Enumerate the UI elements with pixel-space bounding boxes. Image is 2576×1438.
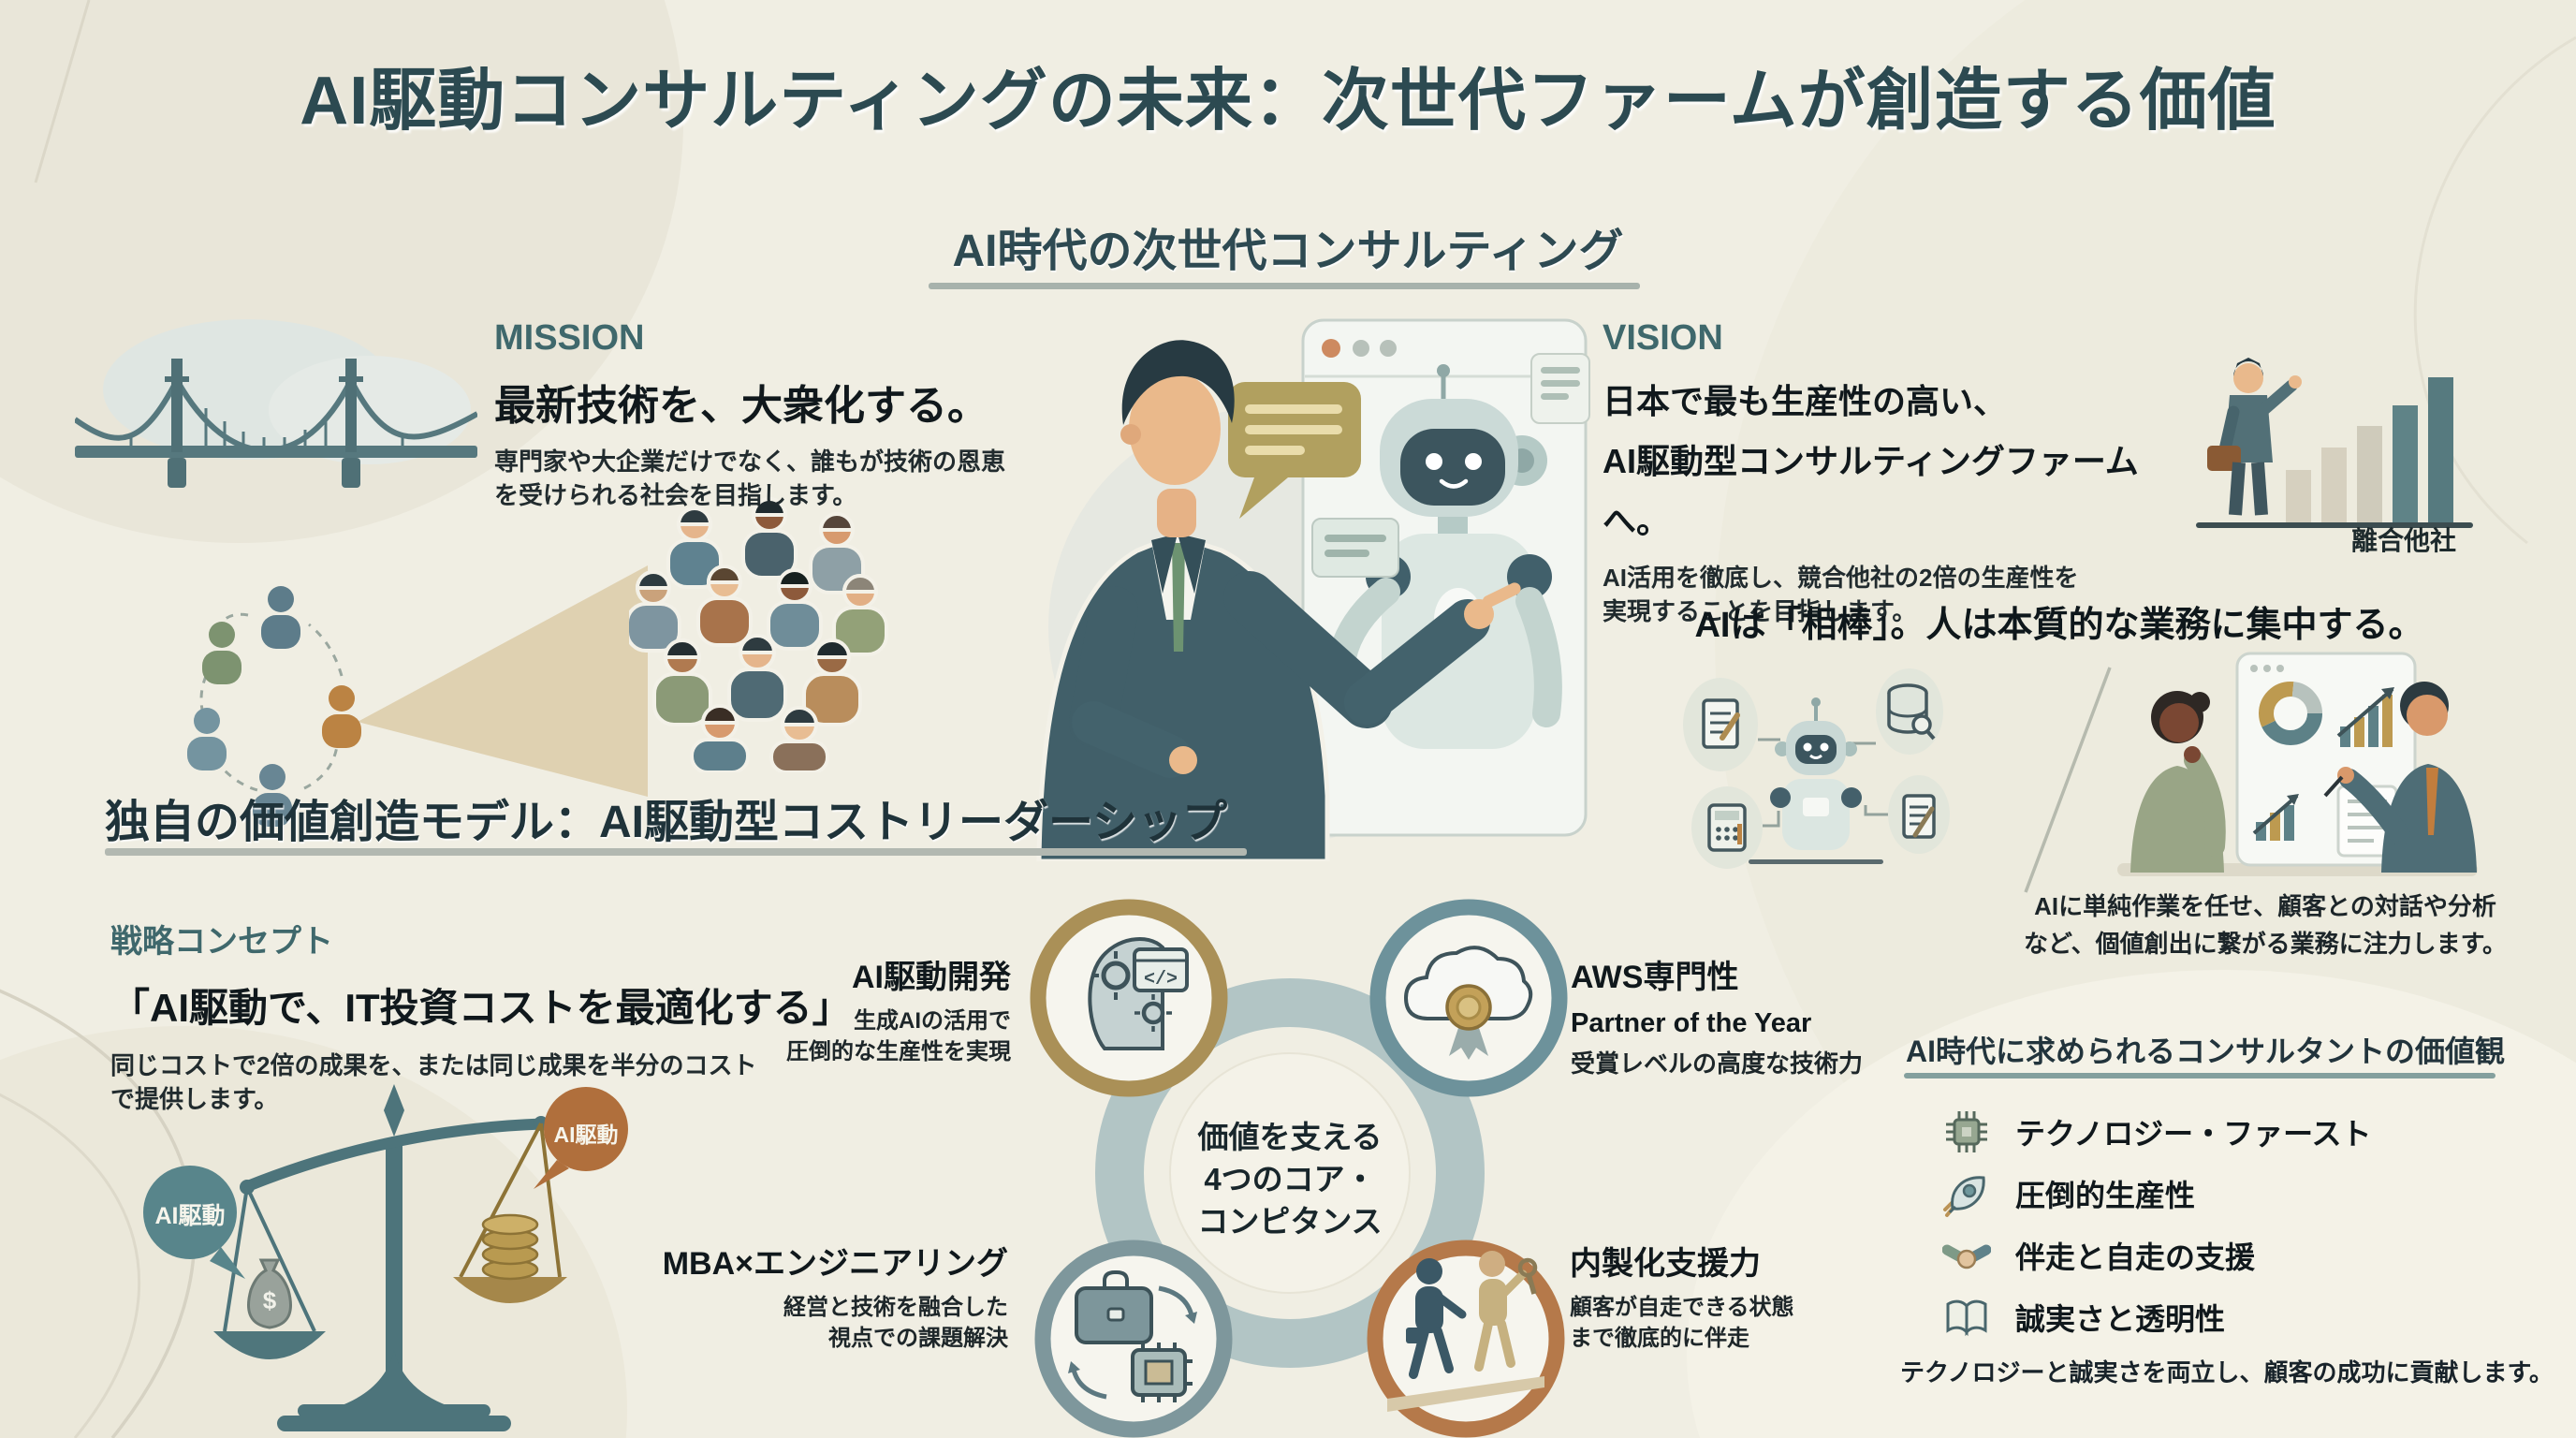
bar-chart-icon — [2336, 687, 2394, 747]
values-list: テクノロジー・ファースト 圧倒的生産性 伴走と自走の支援 — [1942, 1101, 2371, 1348]
woman-person — [2130, 691, 2226, 873]
strategy-label: 戦略コンセプト — [110, 924, 333, 960]
competence-insourcing-title: 内製化支援力 — [1570, 1246, 1761, 1282]
donut-chart-icon — [2259, 682, 2322, 745]
values-item-label: テクノロジー・ファースト — [2015, 1117, 2372, 1151]
strategy-body-line1: 同じコストで2倍の成果を、または同じ成果を半分のコスト — [110, 1051, 757, 1079]
document-pencil-icon — [1702, 698, 1740, 749]
svg-text:$: $ — [263, 1286, 277, 1314]
growth-chart-label: 離合他社 — [2351, 526, 2457, 555]
person-icon — [261, 586, 300, 649]
competence-insourcing: 内製化支援力 顧客が自走できる状態 まで徹底的に伴走 — [1570, 1238, 1944, 1354]
window-dot-icon — [1322, 339, 1340, 358]
competence-aws-line2: 受賞レベルの高度な技術力 — [1571, 1049, 1864, 1078]
left-speech-bubble-icon — [143, 1166, 245, 1279]
values-underline — [1904, 1073, 2496, 1078]
partner-caption-line2: など、個値創出に繋がる業務に注力します。 — [2023, 930, 2508, 958]
money-bag-icon — [247, 1258, 292, 1329]
bar-chart-icon — [2286, 377, 2453, 522]
right-bubble-label: AI駆動 — [553, 1123, 619, 1147]
vision-body-line2: 実現することを目指します。 — [1603, 597, 1917, 625]
partner-heading: AIは「相棒」。人は本質的な業務に集中する。 — [1694, 606, 2424, 645]
insourcing-support-icon — [1387, 1251, 1544, 1412]
values-item: 圧倒的生産性 — [1942, 1163, 2371, 1225]
mission-heading: 最新技術を、大衆化する。 — [494, 383, 988, 429]
strategy-heading: 「AI駆動で、IT投資コストを最適化する」 — [110, 986, 852, 1030]
mba-engineering-icon — [1068, 1270, 1197, 1402]
divider-line — [2024, 667, 2112, 893]
values-item: 誠実さと透明性 — [1942, 1286, 2371, 1348]
calculator-icon — [1707, 803, 1747, 852]
aws-expertise-icon — [1403, 946, 1533, 1060]
values-item: 伴走と自走の支援 — [1942, 1225, 2371, 1286]
competence-aws-line1: Partner of the Year — [1571, 1008, 1812, 1038]
man-person — [2323, 682, 2477, 873]
values-item-label: 圧倒的生産性 — [2015, 1179, 2196, 1212]
values-item-label: 伴走と自走の支援 — [2015, 1240, 2256, 1274]
mission-block: MISSION 最新技術を、大衆化する。 専門家や大企業だけでなく、誰もが技術の… — [494, 318, 1121, 512]
values-item: テクノロジー・ファースト — [1942, 1101, 2371, 1163]
core-competence-diagram: </> — [1030, 899, 1568, 1438]
right-speech-bubble-icon — [534, 1087, 628, 1189]
vision-label: VISION — [1603, 318, 1723, 358]
robot-tasks-illustration — [1683, 668, 1950, 869]
values-footer: テクノロジーと誠実さを両立し、顧客の成功に貢献します。 — [1900, 1358, 2554, 1387]
partner-caption-line1: AIに単純作業を任せ、顧客との対話や分析 — [2034, 892, 2496, 920]
mission-body-line2: を受けられる社会を目指します。 — [494, 481, 857, 509]
competence-aws: AWS専門性 Partner of the Year 受賞レベルの高度な技術力 — [1571, 951, 1973, 1079]
rocket-icon — [1943, 1176, 1985, 1217]
strategy-block: 戦略コンセプト 「AI駆動で、IT投資コストを最適化する」 同じコストで2倍の成… — [110, 916, 859, 1116]
competence-ai-dev: AI駆動開発 生成AIの活用で 圧倒的な生産性を実現 — [730, 951, 1011, 1067]
robot-icon — [1770, 697, 1862, 850]
competence-mba-title: MBA×エンジニアリング — [662, 1246, 1008, 1282]
chat-card-icon — [1530, 353, 1590, 424]
competence-mba: MBA×エンジニアリング 経営と技術を融合した 視点での課題解決 — [660, 1238, 1008, 1354]
vision-body-line1: AI活用を徹底し、競合他社の2倍の生産性を — [1603, 564, 2079, 592]
partner-caption: AIに単純作業を任せ、顧客との対話や分析 など、個値創出に繋がる業務に注力します… — [1994, 888, 2537, 962]
page-subtitle: AI時代の次世代コンサルティング — [952, 227, 1624, 276]
svg-text:</>: </> — [1144, 969, 1178, 990]
page-title: AI駆動コンサルティングの未来：次世代ファームが創造する価値 — [300, 64, 2276, 139]
competence-aws-title: AWS専門性 — [1571, 960, 1739, 995]
right-pan — [453, 1123, 567, 1303]
consultant-robot-illustration — [1036, 318, 1590, 861]
values-item-label: 誠実さと透明性 — [2015, 1302, 2226, 1336]
report-pen-icon — [1902, 794, 1936, 839]
trend-chart-icon — [2252, 794, 2299, 841]
database-icon — [1887, 683, 1936, 741]
balance-scale-illustration: $ — [143, 1084, 628, 1431]
consultant-person — [1036, 340, 1521, 861]
value-model-underline — [105, 848, 1247, 856]
growth-chart-illustration — [2196, 358, 2473, 528]
left-pan: $ — [213, 1186, 326, 1359]
mission-label: MISSION — [494, 318, 645, 358]
handshake-icon — [1942, 1244, 1991, 1269]
vision-block: VISION 日本で最も生産性の高い、 AI駆動型コンサルティングファームへ。 … — [1603, 318, 2183, 628]
strategy-body-line2: で提供します。 — [110, 1085, 279, 1113]
vision-heading-line2: AI駆動型コンサルティングファームへ。 — [1603, 442, 2139, 540]
ai-development-icon: </> — [1088, 936, 1189, 1050]
mission-body-line1: 専門家や大企業だけでなく、誰もが技術の恩恵 — [494, 448, 1006, 476]
competence-ai-dev-title: AI駆動開発 — [852, 960, 1011, 995]
book-icon — [1946, 1299, 1987, 1337]
hub-center-label: 価値を支える 4つのコア・ コンピタンス — [1197, 1120, 1383, 1239]
crowd-illustration — [629, 497, 888, 772]
chat-card-icon — [1311, 518, 1399, 578]
left-bubble-label: AI駆動 — [154, 1203, 226, 1229]
vision-heading-line1: 日本で最も生産性の高い、 — [1603, 382, 2008, 420]
light-beam — [358, 565, 648, 797]
speech-bubble-icon — [1228, 382, 1361, 519]
businessman-icon — [2207, 358, 2302, 516]
values-heading: AI時代に求められるコンサルタントの価値観 — [1906, 1034, 2506, 1068]
value-model-heading: 独自の価値創造モデル：AI駆動型コストリーダーシップ — [105, 798, 1228, 847]
coins-icon — [481, 1213, 539, 1281]
network-circle-illustration — [187, 586, 361, 827]
collaboration-illustration — [2117, 652, 2478, 876]
subtitle-underline — [929, 283, 1640, 289]
robot-icon — [1325, 364, 1562, 749]
chip-icon — [1946, 1111, 1987, 1152]
bridge-illustration — [75, 319, 477, 488]
